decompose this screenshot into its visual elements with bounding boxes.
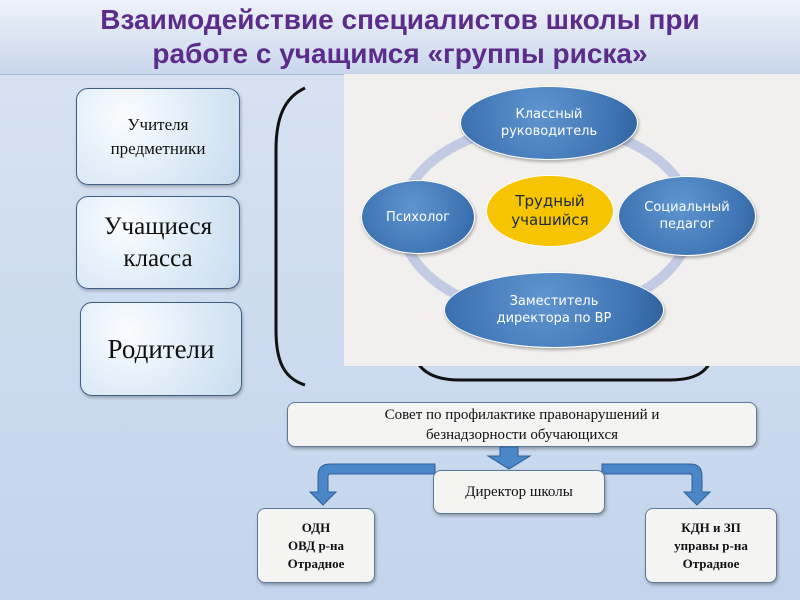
difficult-student-node: Трудный учашийся — [486, 175, 614, 247]
class-teacher-line-1: Классный — [515, 107, 583, 122]
odn-line-1: ОДН — [301, 519, 331, 535]
deputy-director-node: Заместитель директора по ВР — [444, 272, 664, 348]
parents-label: Родители — [107, 333, 215, 364]
kdn-line-3: Отрадное — [682, 555, 740, 571]
left-branch-arrow — [308, 463, 436, 506]
teachers-box: Учителя предметники — [76, 88, 240, 185]
title-bar: Взаимодействие специалистов школы при ра… — [0, 0, 800, 75]
deputy-director-line-1: Заместитель — [509, 294, 599, 309]
kdn-line-1: КДН и ЗП — [681, 519, 741, 535]
council-box: Совет по профилактике правонарушений и б… — [287, 402, 757, 447]
parents-box: Родители — [80, 302, 242, 396]
psychologist-label: Психолог — [385, 209, 451, 225]
students-box: Учащиеся класса — [76, 196, 240, 289]
students-line-1: Учащиеся — [103, 212, 213, 240]
psychologist-node: Психолог — [361, 180, 475, 254]
kdn-line-2: управы р-на — [674, 537, 748, 553]
odn-box: ОДН ОВД р-на Отрадное — [257, 508, 375, 583]
kdn-box: КДН и ЗП управы р-на Отрадное — [645, 508, 777, 583]
council-line-2: безнадзорности обучающихся — [425, 426, 619, 443]
difficult-student-line-2: учашийся — [511, 211, 589, 229]
teachers-line-1: Учителя — [127, 114, 189, 134]
title-line-1: Взаимодействие специалистов школы при — [100, 4, 700, 35]
class-teacher-node: Классный руководитель — [460, 86, 638, 160]
title-line-2: работе с учащимся «группы риска» — [152, 38, 648, 69]
class-teacher-line-2: руководитель — [500, 124, 598, 139]
teachers-line-2: предметники — [110, 138, 206, 158]
odn-line-3: Отрадное — [287, 555, 345, 571]
down-arrow — [486, 446, 532, 470]
social-pedagogue-line-1: Социальный — [644, 200, 730, 215]
students-line-2: класса — [123, 244, 193, 272]
odn-line-2: ОВД р-на — [287, 537, 344, 553]
slide-title: Взаимодействие специалистов школы при ра… — [10, 0, 790, 74]
right-branch-arrow — [601, 463, 712, 506]
director-label: Директор школы — [465, 483, 573, 500]
council-line-1: Совет по профилактике правонарушений и — [384, 406, 660, 423]
difficult-student-line-1: Трудный — [515, 192, 585, 210]
deputy-director-line-2: директора по ВР — [496, 311, 612, 326]
director-box: Директор школы — [433, 470, 605, 514]
left-bracket — [274, 86, 306, 387]
social-pedagogue-node: Социальный педагог — [618, 176, 756, 256]
social-pedagogue-line-2: педагог — [659, 217, 715, 232]
